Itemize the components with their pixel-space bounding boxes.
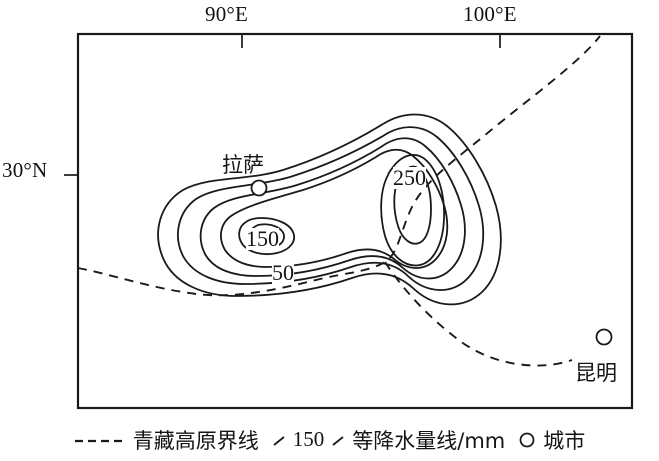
contour-path-200 [220, 148, 449, 269]
city-marker-kunming[interactable] [595, 328, 613, 346]
plateau-boundary-path-south [384, 261, 573, 367]
lon-axis-label-90e: 90°E [205, 2, 249, 26]
lon-axis-label-100e: 100°E [463, 2, 517, 26]
legend-value-isohyet: 150 [292, 427, 325, 451]
contour-line-icon [272, 431, 286, 449]
map-legend: 青藏高原界线 150 等降水量线/mm 城市 [0, 418, 659, 461]
contour-path-150 [199, 137, 466, 280]
city-label-lhasa: 拉萨 [222, 153, 264, 177]
plateau-boundary-path [77, 35, 601, 297]
legend-item-plateau-boundary: 青藏高原界线 [74, 425, 259, 455]
plateau-boundary-group [77, 35, 601, 367]
contour-label-50: 50 [272, 260, 294, 285]
contour-label-250: 250 [393, 165, 426, 190]
map-frame [76, 32, 634, 410]
contour-path-100 [177, 126, 485, 291]
dashed-line-icon [74, 434, 126, 446]
contour-path-inner-west [238, 217, 295, 256]
contour-path-50 [157, 113, 502, 306]
city-label-kunming: 昆明 [575, 361, 617, 385]
legend-label-plateau-boundary: 青藏高原界线 [132, 428, 259, 453]
legend-label-isohyet: 等降水量线/mm [352, 428, 506, 453]
lat-axis-label-30n: 30°N [2, 158, 48, 182]
contour-line-icon-right [331, 431, 345, 449]
legend-label-city: 城市 [543, 428, 586, 453]
legend-item-city: 城市 [518, 425, 585, 455]
contour-label-150: 150 [246, 226, 279, 251]
city-marker-lhasa[interactable] [250, 179, 268, 197]
circle-marker-icon [518, 431, 536, 449]
legend-item-isohyet: 150 等降水量线/mm [272, 425, 506, 455]
